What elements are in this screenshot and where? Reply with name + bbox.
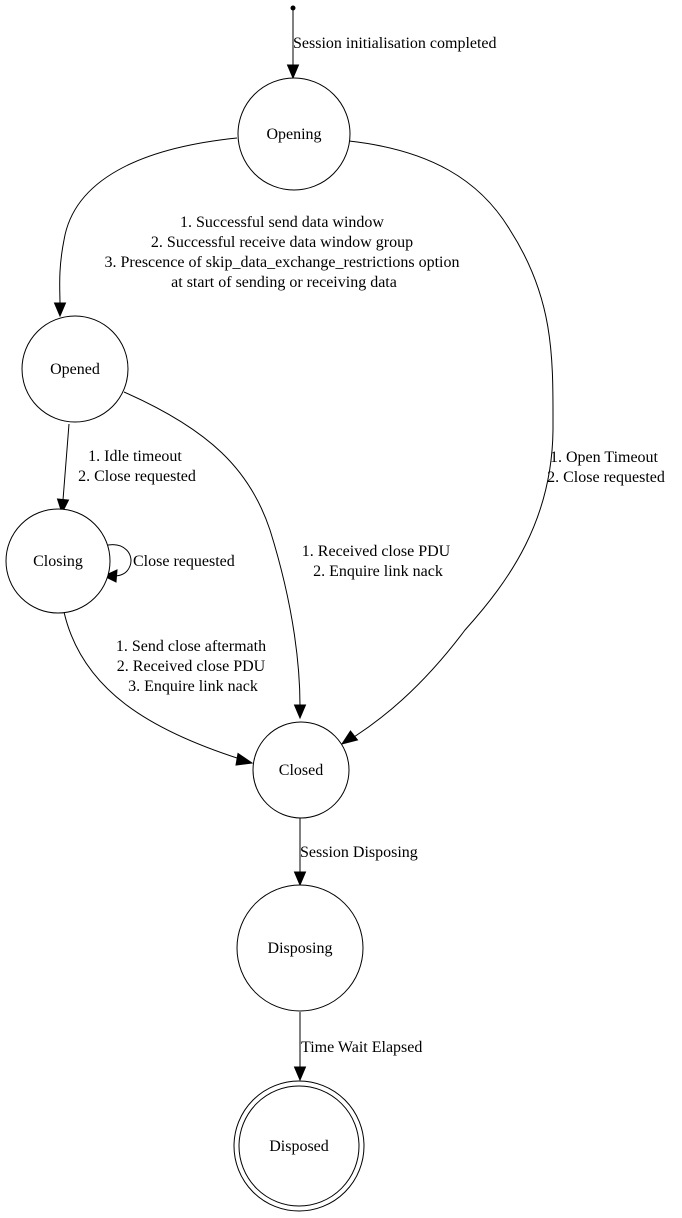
label-closing-to-closed: 1. Send close aftermath 2. Received clos…: [116, 638, 270, 695]
label-line: 3. Enquire link nack: [128, 678, 258, 695]
label-line: Time Wait Elapsed: [301, 1039, 422, 1056]
edge-opening-to-opened: [53, 137, 238, 318]
edge-opening-to-closed: [340, 140, 554, 745]
label-opening-to-opened: 1. Successful send data window 2. Succes…: [105, 214, 464, 291]
state-label: Closing: [33, 553, 83, 570]
state-label: Opened: [50, 361, 100, 378]
state-opened: Opened: [21, 315, 129, 423]
label-opening-to-closed: 1. Open Timeout 2. Close requested: [547, 449, 665, 486]
label-opened-to-closing: 1. Idle timeout 2. Close requested: [78, 448, 196, 485]
label-line: Session Disposing: [300, 844, 418, 861]
edge-opened-to-closing: [56, 423, 70, 515]
state-disposing: Disposing: [236, 884, 364, 1012]
label-line: 1. Open Timeout: [550, 449, 659, 466]
label-line: 3. Prescence of skip_data_exchange_restr…: [105, 254, 460, 271]
state-circle-inner: [238, 1085, 360, 1207]
edge-closing-to-closed: [63, 611, 254, 766]
label-closing-self: Close requested: [133, 553, 235, 570]
label-line: 1. Received close PDU: [302, 543, 451, 560]
state-opening: Opening: [237, 77, 351, 191]
edges: [53, 5, 554, 1082]
label-line: Close requested: [133, 553, 235, 570]
edge-opened-to-closed: [123, 391, 307, 720]
state-label: Closed: [279, 762, 323, 779]
label-line: 2. Successful receive data window group: [151, 234, 413, 251]
edge-labels: Session initialisation completed 1. Succ…: [78, 35, 665, 1056]
label-line: Session initialisation completed: [293, 35, 497, 52]
label-line: 2. Close requested: [547, 469, 665, 486]
state-circle: [252, 721, 350, 819]
label-line: 1. Send close aftermath: [116, 638, 266, 655]
label-line: 2. Close requested: [78, 468, 196, 485]
state-label: Disposed: [269, 1138, 329, 1155]
label-line: 1. Idle timeout: [88, 448, 182, 465]
edge-disposing-to-disposed: [293, 1012, 307, 1082]
edge-closed-to-disposing: [293, 818, 307, 887]
label-line: 2. Enquire link nack: [313, 563, 443, 580]
state-circle: [236, 884, 364, 1012]
label-line: at start of sending or receiving data: [171, 274, 397, 291]
start-point: [290, 5, 296, 11]
label-opened-to-closed: 1. Received close PDU 2. Enquire link na…: [302, 543, 454, 580]
label-start-to-opening: Session initialisation completed: [293, 35, 497, 52]
state-label: Disposing: [268, 940, 333, 957]
label-closed-to-disposing: Session Disposing: [300, 844, 418, 861]
state-label: Opening: [266, 126, 321, 143]
label-line: 2. Received close PDU: [117, 658, 266, 675]
state-disposed-final: Disposed: [233, 1080, 365, 1212]
state-closed: Closed: [252, 721, 350, 819]
edge-start-to-opening: [286, 5, 300, 80]
label-line: 1. Successful send data window: [180, 214, 384, 231]
state-circle: [21, 315, 129, 423]
label-disposing-to-disposed: Time Wait Elapsed: [301, 1039, 422, 1056]
nodes: Opening Opened Closing Closed Disposing …: [5, 77, 365, 1212]
edge-closing-self-loop: [102, 544, 132, 583]
state-circle: [5, 508, 111, 614]
state-closing: Closing: [5, 508, 111, 614]
state-circle: [237, 77, 351, 191]
